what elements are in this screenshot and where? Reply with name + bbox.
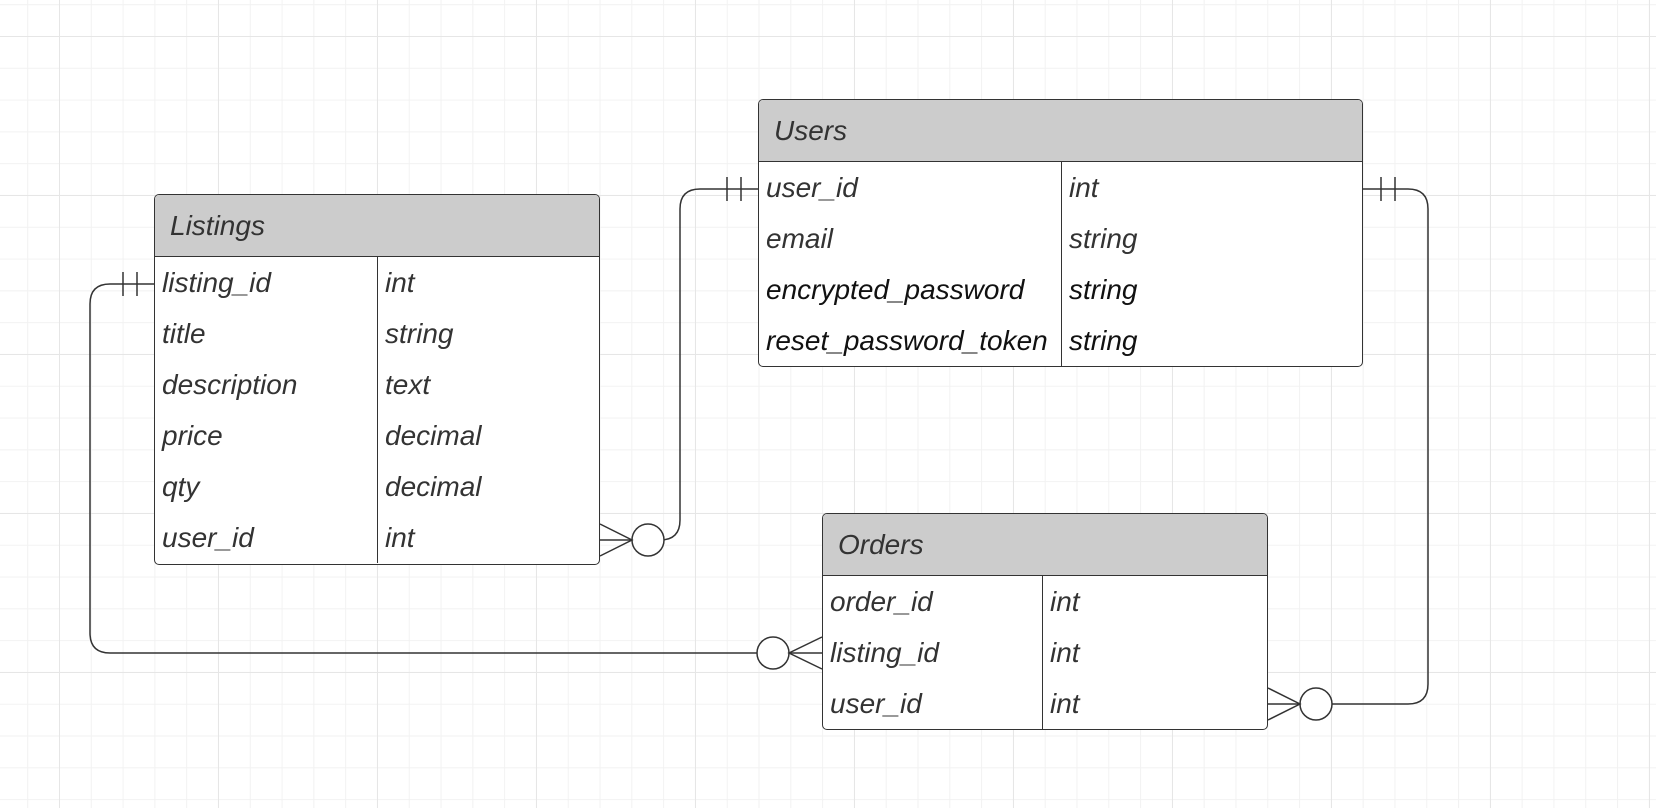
field-type[interactable]: decimal — [385, 419, 482, 451]
relationship-users-orders[interactable] — [1267, 177, 1429, 721]
zero-circle-icon — [1299, 687, 1333, 721]
field-type[interactable]: int — [385, 266, 415, 298]
entity-orders[interactable]: Orders order_id listing_id user_id int i… — [822, 513, 1268, 730]
relationship-users-listings[interactable] — [599, 177, 758, 557]
connector-line — [89, 283, 757, 654]
field-name[interactable]: encrypted_password — [766, 273, 1025, 305]
field-type[interactable]: decimal — [385, 470, 482, 502]
field-name[interactable]: price — [162, 419, 223, 451]
entity-users[interactable]: Users user_id email encrypted_password r… — [758, 99, 1363, 367]
field-name[interactable]: order_id — [830, 585, 933, 617]
field-type[interactable]: text — [385, 368, 431, 400]
field-name[interactable]: listing_id — [830, 636, 939, 668]
field-type[interactable]: int — [1050, 687, 1080, 719]
field-name[interactable]: user_id — [162, 521, 254, 553]
field-type-column: int int int — [1043, 576, 1267, 729]
field-type[interactable]: string — [1069, 222, 1138, 254]
field-name[interactable]: user_id — [830, 687, 922, 719]
field-type-column: int string text decimal decimal int — [378, 257, 599, 563]
relationship-listings-orders[interactable] — [89, 272, 823, 670]
field-type[interactable]: string — [1069, 324, 1138, 356]
field-type[interactable]: string — [385, 317, 454, 349]
entity-title[interactable]: Listings — [155, 195, 599, 257]
field-name[interactable]: title — [162, 317, 206, 349]
field-type[interactable]: string — [1069, 273, 1138, 305]
field-name-column: listing_id title description price qty u… — [155, 257, 378, 563]
field-type-column: int string string string — [1062, 162, 1362, 366]
field-type[interactable]: int — [1050, 636, 1080, 668]
field-type[interactable]: int — [1050, 585, 1080, 617]
field-type[interactable]: int — [1069, 171, 1099, 203]
field-name-column: order_id listing_id user_id — [823, 576, 1043, 729]
field-name[interactable]: user_id — [766, 171, 858, 203]
field-name[interactable]: email — [766, 222, 833, 254]
entity-title[interactable]: Users — [759, 100, 1362, 162]
field-name[interactable]: reset_password_token — [766, 324, 1048, 356]
field-name[interactable]: description — [162, 368, 298, 400]
entity-listings[interactable]: Listings listing_id title description pr… — [154, 194, 600, 565]
entity-title[interactable]: Orders — [823, 514, 1267, 576]
zero-circle-icon — [631, 523, 665, 557]
zero-circle-icon — [756, 636, 790, 670]
connector-line — [659, 188, 758, 541]
field-type[interactable]: int — [385, 521, 415, 553]
field-name[interactable]: listing_id — [162, 266, 271, 298]
field-name-column: user_id email encrypted_password reset_p… — [759, 162, 1062, 366]
field-name[interactable]: qty — [162, 470, 200, 502]
connector-line — [1332, 188, 1429, 705]
